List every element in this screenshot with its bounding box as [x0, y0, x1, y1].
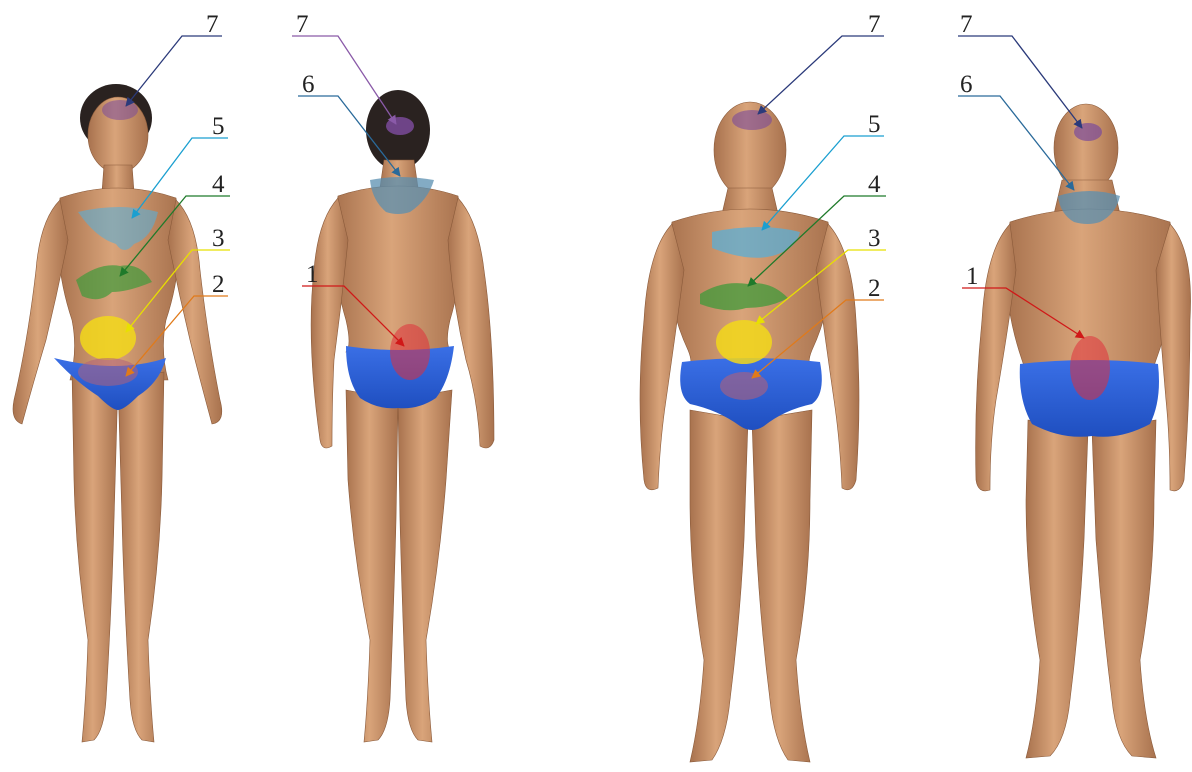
label-2: 2 [868, 275, 881, 302]
label-5: 5 [868, 111, 881, 138]
label-6: 6 [960, 71, 973, 98]
right-leg [1092, 420, 1156, 758]
male-back-figure: 7 6 1 [958, 11, 1191, 758]
zone-3 [716, 320, 772, 364]
left-leg [72, 372, 118, 742]
label-3: 3 [868, 225, 881, 252]
label-4: 4 [212, 171, 225, 198]
left-arm [976, 224, 1016, 491]
label-7: 7 [206, 11, 219, 38]
left-arm [13, 200, 68, 424]
zone-1 [390, 324, 430, 380]
zone-1 [1070, 336, 1110, 400]
zone-7 [732, 110, 772, 130]
label-7: 7 [296, 11, 309, 38]
left-arm [311, 198, 348, 448]
leader-line-7 [758, 36, 884, 114]
male-front-body [640, 102, 859, 762]
female-back-figure: 7 6 1 [292, 11, 494, 742]
label-3: 3 [212, 225, 225, 252]
left-leg [346, 390, 398, 742]
right-leg [752, 410, 812, 762]
right-arm [816, 224, 859, 490]
female-front-figure: 7 5 4 3 2 [13, 11, 230, 742]
label-2: 2 [212, 271, 225, 298]
male-front-figure: 7 5 4 3 2 [640, 11, 886, 762]
left-leg [690, 410, 748, 762]
left-arm [640, 224, 684, 490]
leader-line-7 [958, 36, 1082, 128]
label-1: 1 [306, 261, 319, 288]
right-arm [1156, 224, 1191, 491]
zone-3 [80, 316, 136, 360]
zone-7 [102, 100, 138, 120]
zone-2 [720, 372, 768, 400]
head [1054, 104, 1118, 192]
label-5: 5 [212, 113, 225, 140]
female-front-body [13, 84, 222, 742]
right-arm [448, 198, 494, 448]
left-leg [1026, 420, 1088, 758]
label-6: 6 [302, 71, 315, 98]
label-7: 7 [868, 11, 881, 38]
right-leg [118, 372, 164, 742]
label-1: 1 [966, 263, 979, 290]
zone-7 [1074, 123, 1102, 141]
right-leg [398, 390, 452, 742]
zone-7 [386, 117, 414, 135]
label-7: 7 [960, 11, 973, 38]
label-4: 4 [868, 171, 881, 198]
